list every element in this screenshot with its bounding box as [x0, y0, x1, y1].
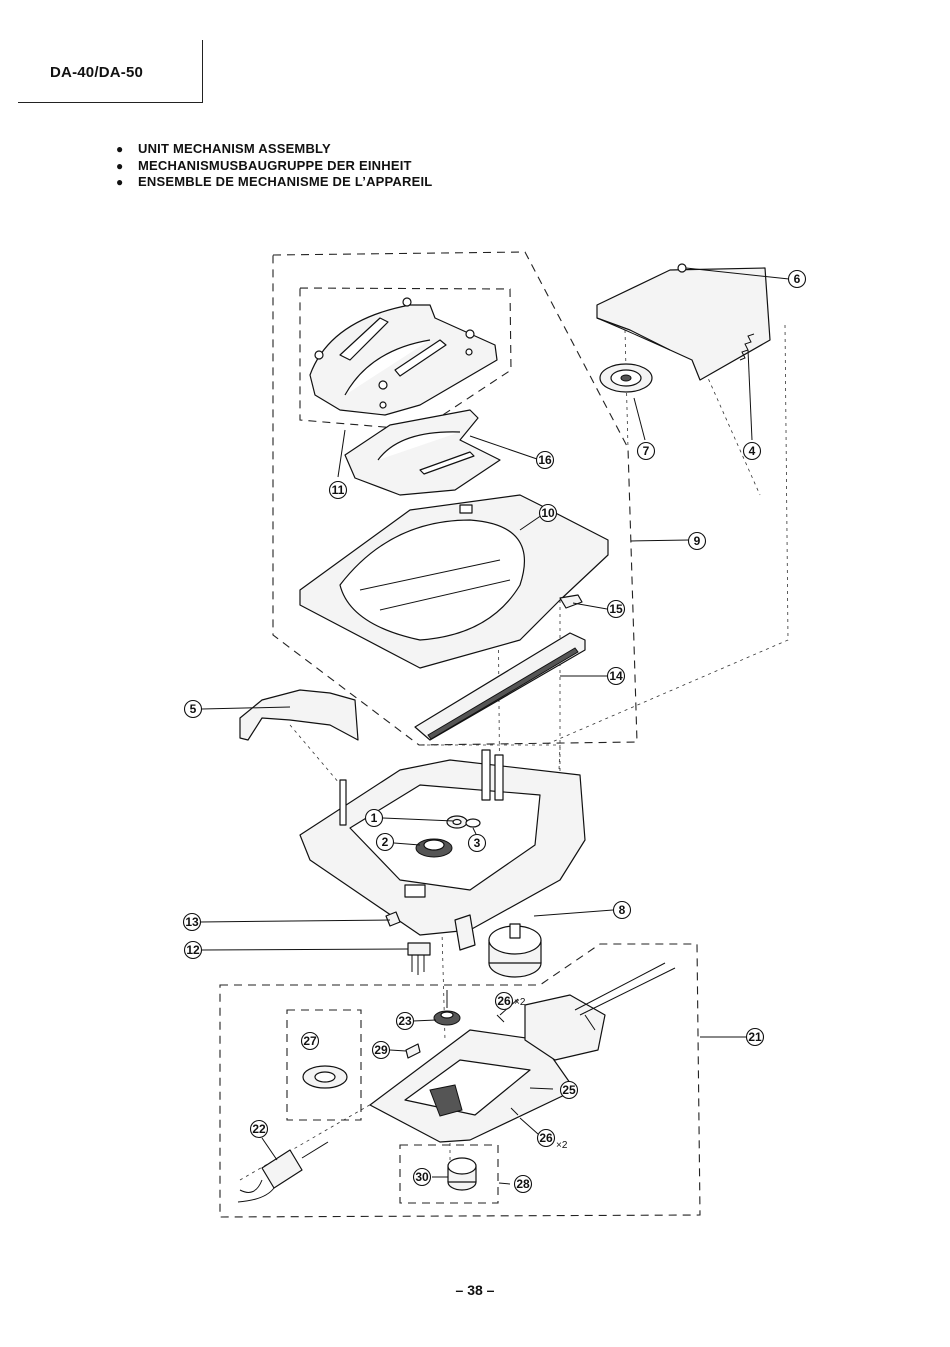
quantity-26-top: ×2	[514, 997, 526, 1008]
svg-text:30: 30	[415, 1170, 429, 1184]
callout-21: 21	[745, 1027, 765, 1047]
part-11-cam-plate	[309, 297, 498, 416]
section-headings: ●UNIT MECHANISM ASSEMBLY ●MECHANISMUSBAU…	[116, 141, 432, 191]
model-box	[18, 40, 203, 103]
svg-text:4: 4	[749, 444, 756, 458]
svg-text:28: 28	[516, 1177, 530, 1191]
callout-12: 12	[183, 940, 203, 960]
part-27-disc	[302, 1065, 348, 1089]
callout-29: 29	[371, 1040, 391, 1060]
callout-23: 23	[395, 1011, 415, 1031]
svg-text:23: 23	[398, 1014, 412, 1028]
part-2-gear	[415, 838, 453, 858]
callout-3: 3	[467, 833, 487, 853]
callout-2: 2	[375, 832, 395, 852]
svg-text:11: 11	[332, 483, 345, 497]
quantity-26-bottom: ×2	[556, 1140, 568, 1151]
callout-14: 14	[606, 666, 626, 686]
svg-text:6: 6	[794, 272, 801, 286]
svg-text:2: 2	[382, 835, 389, 849]
svg-text:29: 29	[374, 1043, 388, 1057]
model-label: DA-40/DA-50	[50, 64, 144, 81]
part-22-sled-motor	[237, 1141, 329, 1203]
svg-text:7: 7	[643, 444, 650, 458]
part-23-gear	[433, 990, 461, 1026]
callout-10: 10	[538, 503, 558, 523]
callout-5: 5	[183, 699, 203, 719]
part-13-clip	[385, 911, 401, 927]
callout-11: 11	[328, 480, 348, 500]
heading-english: ●UNIT MECHANISM ASSEMBLY	[116, 141, 331, 156]
callout-22: 22	[249, 1119, 269, 1139]
page-number: – 38 –	[455, 1282, 495, 1298]
part-29-wire	[405, 1043, 421, 1059]
callout-1: 1	[364, 808, 384, 828]
part-4-spring	[739, 333, 755, 361]
part-5-lever-arm	[239, 689, 359, 741]
svg-text:10: 10	[541, 506, 555, 520]
part-7-clamper-disc	[599, 363, 653, 393]
callout-7: 7	[636, 441, 656, 461]
callout-4: 4	[742, 441, 762, 461]
svg-text:14: 14	[609, 669, 623, 683]
callout-9: 9	[687, 531, 707, 551]
svg-text:21: 21	[748, 1030, 762, 1044]
bullet-icon: ●	[116, 142, 124, 156]
group-28-boundary	[399, 1144, 499, 1204]
callout-26-top: 26	[494, 991, 514, 1011]
svg-text:15: 15	[609, 602, 623, 616]
svg-text:8: 8	[619, 903, 626, 917]
svg-text:16: 16	[538, 453, 552, 467]
bullet-icon: ●	[116, 175, 124, 189]
part-10-disc-tray	[299, 494, 609, 669]
callout-8: 8	[612, 900, 632, 920]
part-12-connector	[407, 942, 431, 975]
callout-30: 30	[412, 1167, 432, 1187]
group-9-boundary	[272, 251, 638, 746]
svg-text:22: 22	[252, 1122, 266, 1136]
part-6-clamper-bracket	[596, 263, 771, 381]
part-30-spindle-motor	[447, 1157, 477, 1191]
part-1-pulley	[446, 815, 468, 829]
svg-text:9: 9	[694, 534, 701, 548]
callout-6: 6	[787, 269, 807, 289]
callout-15: 15	[606, 599, 626, 619]
part-15-lever	[559, 594, 583, 609]
part-16-lever-frame	[344, 409, 501, 496]
leader-lines	[199, 267, 790, 1185]
svg-text:1: 1	[371, 811, 378, 825]
callout-13: 13	[182, 912, 202, 932]
svg-text:5: 5	[190, 702, 197, 716]
callout-26-bottom: 26	[536, 1128, 556, 1148]
part-8-motor	[488, 923, 542, 978]
part-21-pickup-base	[369, 962, 676, 1143]
part-3-washer	[465, 818, 481, 828]
svg-text:12: 12	[186, 943, 200, 957]
callout-27: 27	[300, 1031, 320, 1051]
callout-25: 25	[559, 1080, 579, 1100]
group-11-boundary	[299, 287, 512, 431]
bullet-icon: ●	[116, 158, 124, 173]
svg-text:26: 26	[539, 1131, 553, 1145]
heading-french: ●ENSEMBLE DE MECHANISME DE L’APPAREIL	[116, 174, 433, 189]
part-26-screw	[496, 1014, 519, 1116]
svg-text:25: 25	[562, 1083, 576, 1097]
svg-text:13: 13	[185, 915, 199, 929]
callout-16: 16	[535, 450, 555, 470]
svg-text:3: 3	[474, 836, 481, 850]
svg-text:26: 26	[497, 994, 511, 1008]
heading-german: ●MECHANISMUSBAUGRUPPE DER EINHEIT	[116, 157, 412, 173]
part-14-rack-gear	[414, 632, 586, 741]
svg-text:27: 27	[303, 1034, 317, 1048]
callout-28: 28	[513, 1174, 533, 1194]
group-27-boundary	[286, 1009, 362, 1121]
